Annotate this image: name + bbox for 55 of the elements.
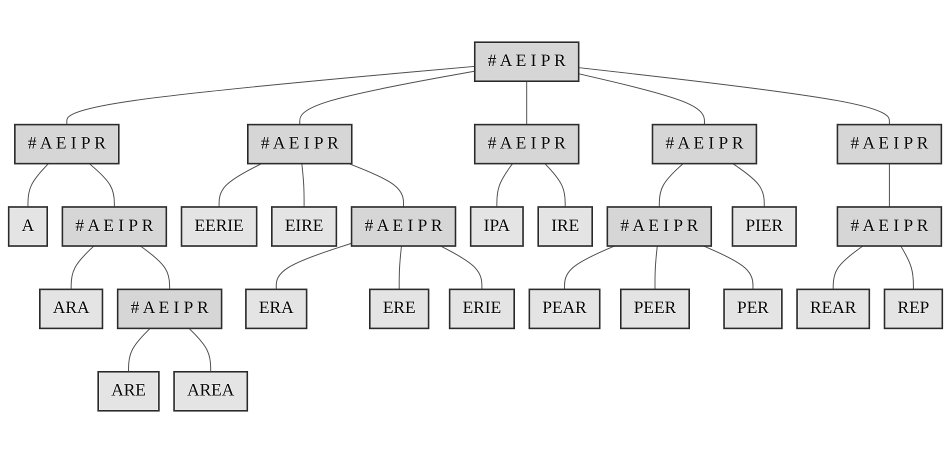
- node-box: # A E I P R: [836, 206, 942, 247]
- connector: [66, 66, 475, 125]
- node-box: # A E I P R: [474, 41, 580, 82]
- connector: [732, 163, 765, 207]
- node-box: IPA: [470, 206, 524, 247]
- node-box: PER: [723, 288, 783, 330]
- node-box: ERE: [369, 288, 430, 330]
- node-box: # A E I P R: [350, 206, 456, 247]
- node-box: PIER: [732, 206, 797, 247]
- connector: [544, 163, 566, 207]
- connector: [658, 163, 684, 207]
- node-box: PEER: [620, 288, 690, 330]
- connector: [276, 242, 352, 290]
- node-box: # A E I P R: [247, 124, 353, 164]
- node-box: # A E I P R: [474, 124, 580, 164]
- connector: [301, 164, 305, 207]
- node-box: ERA: [245, 288, 308, 330]
- connector: [398, 246, 402, 290]
- node-box: # A E I P R: [652, 124, 758, 164]
- connector: [832, 246, 864, 290]
- node-box: A: [8, 206, 48, 247]
- connector: [218, 163, 262, 207]
- connector: [128, 328, 151, 372]
- connector: [88, 163, 115, 207]
- connector: [578, 73, 705, 125]
- connector: [888, 164, 890, 207]
- node-box: # A E I P R: [116, 288, 222, 330]
- connector: [900, 246, 914, 290]
- node-box: EIRE: [271, 206, 338, 247]
- connector: [496, 163, 513, 207]
- connector: [440, 246, 482, 290]
- connector: [188, 328, 212, 372]
- connector: [654, 246, 658, 290]
- connector: [526, 81, 528, 125]
- connector: [70, 246, 94, 290]
- node-box: ERIE: [448, 288, 515, 330]
- node-box: REP: [884, 288, 944, 330]
- node-box: REAR: [796, 288, 870, 330]
- connector: [703, 246, 754, 290]
- connector: [27, 163, 49, 207]
- node-box: PEAR: [528, 288, 601, 330]
- connector: [299, 70, 475, 125]
- node-box: ARE: [97, 370, 160, 412]
- connector: [140, 246, 170, 290]
- node-box: IRE: [537, 206, 593, 247]
- node-box: # A E I P R: [606, 206, 712, 247]
- node-box: # A E I P R: [62, 206, 168, 247]
- node-box: ARA: [39, 288, 104, 330]
- node-box: AREA: [173, 370, 248, 412]
- connector: [348, 163, 404, 207]
- node-box: # A E I P R: [14, 124, 120, 164]
- node-box: EERIE: [180, 206, 258, 247]
- connector: [578, 67, 890, 125]
- node-box: # A E I P R: [836, 124, 942, 164]
- connector: [564, 246, 615, 290]
